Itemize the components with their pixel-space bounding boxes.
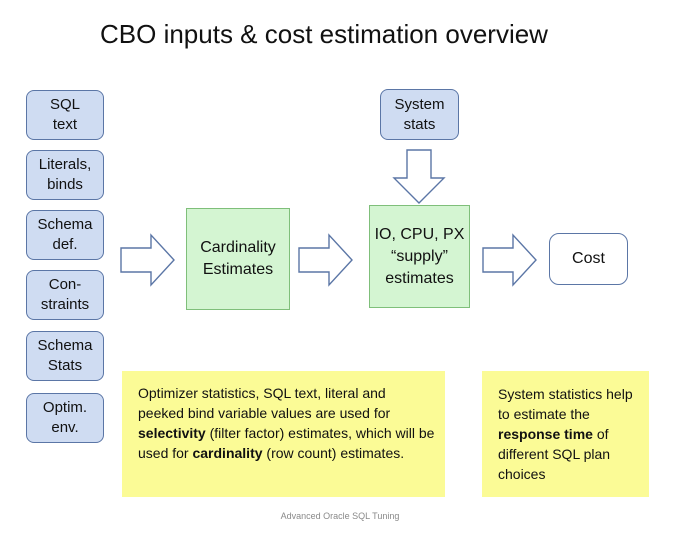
- arrow-inputs-to-cardinality: [120, 233, 175, 287]
- cost-box: Cost: [549, 233, 628, 285]
- footer-text: Advanced Oracle SQL Tuning: [280, 511, 400, 521]
- arrow-supply-to-cost: [482, 233, 537, 287]
- supply-estimates-box: IO, CPU, PX “supply” estimates: [369, 205, 470, 308]
- note-system-statistics: System statistics help to estimate the r…: [482, 371, 649, 497]
- input-schema-def: Schema def.: [26, 210, 104, 260]
- input-sql-text: SQL text: [26, 90, 104, 140]
- input-optim-env: Optim. env.: [26, 393, 104, 443]
- note-statistics-selectivity: Optimizer statistics, SQL text, literal …: [122, 371, 445, 497]
- input-literals-binds: Literals, binds: [26, 150, 104, 200]
- system-stats-box: System stats: [380, 89, 459, 140]
- cardinality-estimates-box: Cardinality Estimates: [186, 208, 290, 310]
- input-schema-stats: Schema Stats: [26, 331, 104, 381]
- input-constraints: Con- straints: [26, 270, 104, 320]
- arrow-stats-to-supply: [392, 149, 446, 204]
- diagram-title: CBO inputs & cost estimation overview: [100, 19, 548, 49]
- arrow-cardinality-to-supply: [298, 233, 353, 287]
